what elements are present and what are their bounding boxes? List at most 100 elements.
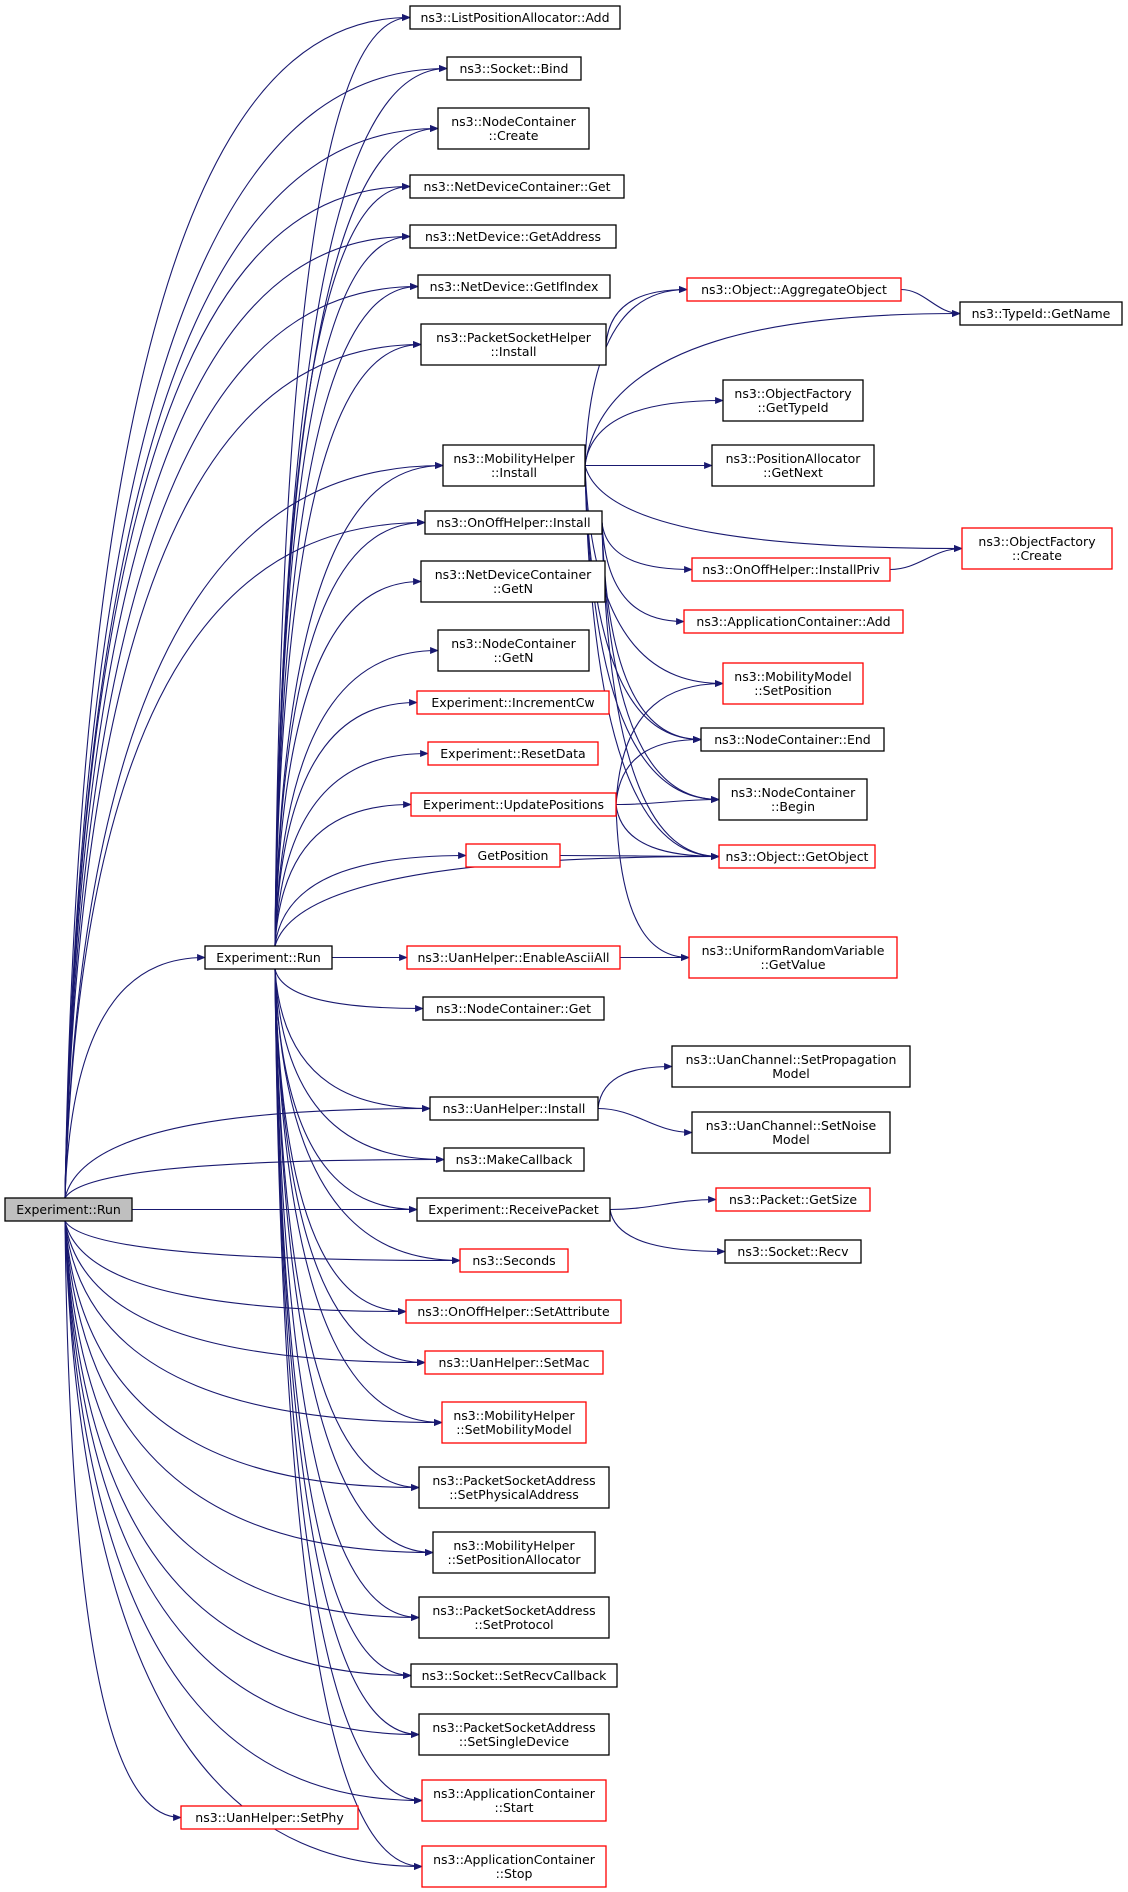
node-nd_getaddr[interactable]: ns3::NetDevice::GetAddress [409, 224, 617, 249]
node-box [410, 792, 617, 817]
node-nc_begin[interactable]: ns3::NodeContainer::Begin [718, 778, 868, 821]
node-label: ns3::PacketSocketAddress [432, 1720, 595, 1735]
edge-run2-to-nc_getn [274, 646, 439, 947]
node-sock_setrecv[interactable]: ns3::Socket::SetRecvCallback [410, 1663, 618, 1688]
node-ndc_get[interactable]: ns3::NetDeviceContainer::Get [409, 174, 625, 199]
node-reset_data[interactable]: Experiment::ResetData [427, 741, 599, 766]
edge-run2-to-sock_setrecv [274, 968, 412, 1680]
node-box [421, 1779, 607, 1822]
node-box [406, 945, 621, 970]
node-pa_getnext[interactable]: ns3::PositionAllocator::GetNext [711, 444, 875, 487]
node-lpa_add[interactable]: ns3::ListPositionAllocator::Add [409, 5, 621, 30]
edge-run2-to-ndc_get [274, 182, 411, 947]
node-label: ::SetMobilityModel [456, 1422, 572, 1437]
edge-update_pos-to-nc_begin [615, 795, 720, 806]
node-label: ::Start [495, 1800, 534, 1815]
edge-psh_install-to-obj_aggregate [605, 285, 688, 345]
node-label: ns3::PositionAllocator [726, 451, 862, 466]
node-uan_install[interactable]: ns3::UanHelper::Install [429, 1096, 599, 1121]
edge-run2-to-ooh_install [274, 518, 426, 947]
node-run2[interactable]: Experiment::Run [204, 945, 333, 970]
edge-mh_install-to-obj_aggregate [584, 285, 688, 466]
edge-run2-to-uan_install [274, 968, 431, 1113]
node-psh_install[interactable]: ns3::PacketSocketHelper::Install [420, 323, 607, 366]
node-psa_setsingle[interactable]: ns3::PacketSocketAddress::SetSingleDevic… [418, 1713, 610, 1756]
node-uan_setmac[interactable]: ns3::UanHelper::SetMac [424, 1350, 604, 1375]
node-mh_setposalloc[interactable]: ns3::MobilityHelper::SetPositionAllocato… [432, 1531, 596, 1574]
node-seconds[interactable]: ns3::Seconds [459, 1248, 569, 1273]
node-pkt_getsize[interactable]: ns3::Packet::GetSize [715, 1187, 871, 1212]
node-nc_create[interactable]: ns3::NodeContainer::Create [437, 107, 590, 150]
node-label: Experiment::ResetData [440, 746, 585, 761]
edge-root-to-run2 [64, 953, 206, 1199]
node-label: ns3::MobilityModel [734, 669, 851, 684]
edge-run2-to-psh_install [274, 340, 422, 947]
node-get_position[interactable]: GetPosition [465, 843, 561, 868]
node-label: ns3::UniformRandomVariable [702, 943, 885, 958]
edge-update_pos-to-urv_getvalue [615, 804, 690, 962]
node-ndc_getn[interactable]: ns3::NetDeviceContainer::GetN [420, 560, 606, 603]
node-ooh_install[interactable]: ns3::OnOffHelper::Install [424, 510, 603, 535]
node-nc_end[interactable]: ns3::NodeContainer::End [700, 727, 885, 752]
edge-root-to-ndc_get [64, 182, 411, 1199]
node-label: ns3::Seconds [472, 1253, 555, 1268]
edge-run2-to-ooh_setattr [274, 968, 407, 1316]
node-ooh_installpriv[interactable]: ns3::OnOffHelper::InstallPriv [691, 557, 891, 582]
node-label: ::Create [1012, 548, 1062, 563]
edge-run2-to-ac_start [274, 968, 423, 1805]
node-urv_getvalue[interactable]: ns3::UniformRandomVariable::GetValue [688, 936, 898, 979]
node-sock_bind[interactable]: ns3::Socket::Bind [446, 56, 582, 81]
node-mh_setmob[interactable]: ns3::MobilityHelper::SetMobilityModel [441, 1401, 587, 1444]
node-psa_setproto[interactable]: ns3::PacketSocketAddress::SetProtocol [418, 1596, 610, 1639]
node-box [437, 107, 590, 150]
call-edges [64, 13, 963, 1871]
node-sock_recv[interactable]: ns3::Socket::Recv [724, 1239, 862, 1264]
node-inc_cw[interactable]: Experiment::IncrementCw [416, 690, 610, 715]
edge-update_pos-to-obj_getobject [615, 804, 720, 861]
edge-ooh_install-to-obj_getobject [601, 522, 720, 861]
node-box [409, 5, 621, 30]
node-of_create[interactable]: ns3::ObjectFactory::Create [961, 527, 1113, 570]
node-label: Model [772, 1066, 810, 1081]
edge-run2-to-nd_getifindex [274, 282, 419, 947]
node-nc_getn[interactable]: ns3::NodeContainer::GetN [437, 629, 590, 672]
node-box [432, 1531, 596, 1574]
edge-get_position-to-obj_getobject [559, 852, 720, 861]
node-obj_getobject[interactable]: ns3::Object::GetObject [718, 844, 876, 869]
node-mh_install[interactable]: ns3::MobilityHelper::Install [442, 444, 586, 487]
node-nd_getifindex[interactable]: ns3::NetDevice::GetIfIndex [417, 274, 611, 299]
node-label: ::Stop [496, 1866, 533, 1881]
node-root[interactable]: Experiment::Run [4, 1197, 133, 1222]
edge-uan_install-to-uanch_setprop [597, 1062, 673, 1109]
node-mm_setpos[interactable]: ns3::MobilityModel::SetPosition [722, 662, 864, 705]
node-ac_add[interactable]: ns3::ApplicationContainer::Add [683, 609, 904, 634]
node-ac_stop[interactable]: ns3::ApplicationContainer::Stop [421, 1845, 607, 1888]
node-label: ns3::UanHelper::EnableAsciiAll [417, 950, 609, 965]
node-obj_aggregate[interactable]: ns3::Object::AggregateObject [686, 277, 902, 302]
node-uan_ascii[interactable]: ns3::UanHelper::EnableAsciiAll [406, 945, 621, 970]
node-recv_packet[interactable]: Experiment::ReceivePacket [416, 1197, 611, 1222]
node-psa_setphys[interactable]: ns3::PacketSocketAddress::SetPhysicalAdd… [418, 1466, 610, 1509]
node-typeid_getname[interactable]: ns3::TypeId::GetName [959, 301, 1123, 326]
edge-ooh_installpriv-to-of_create [889, 544, 963, 571]
node-ac_start[interactable]: ns3::ApplicationContainer::Start [421, 1779, 607, 1822]
edge-run2-to-nd_getaddr [274, 232, 411, 947]
edge-ooh_install-to-nc_begin [601, 522, 720, 804]
node-label: ns3::ListPositionAllocator::Add [420, 10, 609, 25]
edge-update_pos-to-nc_end [615, 735, 702, 805]
node-ooh_setattr[interactable]: ns3::OnOffHelper::SetAttribute [405, 1299, 622, 1324]
node-box [671, 1045, 911, 1088]
node-make_cb[interactable]: ns3::MakeCallback [443, 1147, 585, 1172]
node-update_pos[interactable]: Experiment::UpdatePositions [410, 792, 617, 817]
node-box [688, 936, 898, 979]
node-label: ns3::NodeContainer [731, 785, 856, 800]
node-of_gettypeid[interactable]: ns3::ObjectFactory::GetTypeId [722, 379, 864, 422]
node-nc_get[interactable]: ns3::NodeContainer::Get [422, 996, 605, 1021]
node-box [686, 277, 902, 302]
node-box [410, 1663, 618, 1688]
node-uan_setphy[interactable]: ns3::UanHelper::SetPhy [180, 1805, 359, 1830]
node-label: ::SetPositionAllocator [448, 1552, 582, 1567]
